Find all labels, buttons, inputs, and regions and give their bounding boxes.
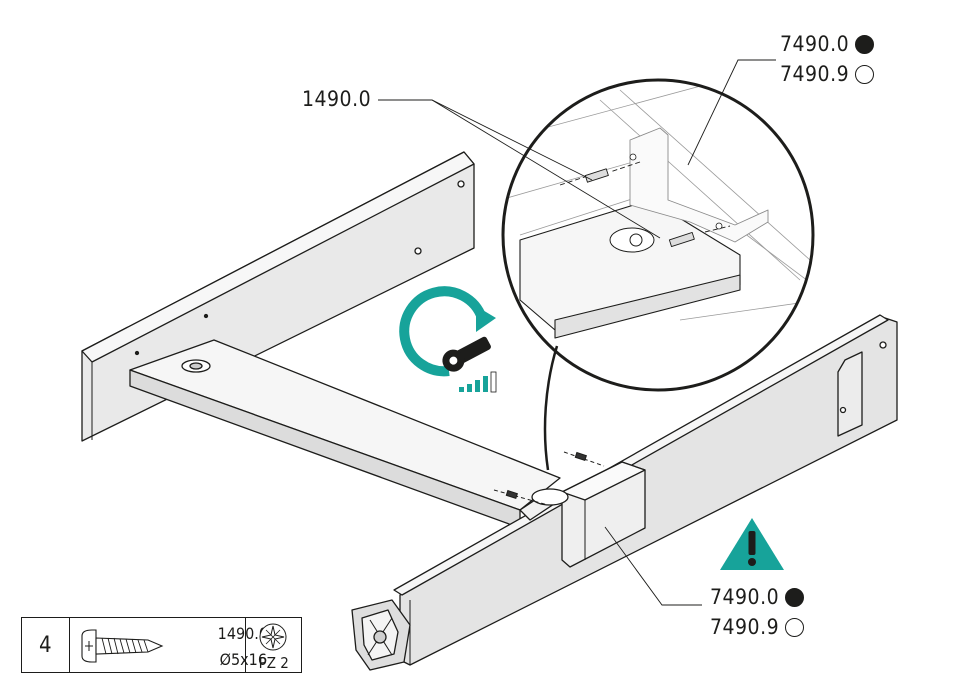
bit-size: PZ 2 (258, 654, 289, 672)
part-number: 7490.9 (780, 62, 850, 86)
part-number: 7490.0 (780, 32, 850, 56)
bracket-bottom-legend-black: 7490.0 (710, 585, 805, 609)
hardware-bit-cell: PZ 2 (246, 618, 301, 672)
right-side-rail (351, 314, 898, 671)
cross-bar (129, 339, 561, 529)
hardware-size: Ø5x16 (219, 650, 267, 669)
bracket-top-legend-black: 7490.0 (780, 32, 875, 56)
pan-head-screw-icon (81, 629, 164, 663)
bracket-top-legend-white: 7490.9 (780, 62, 875, 86)
hardware-table: 4 1490.0 Ø5x16 PZ 2 (21, 617, 302, 673)
part-number: 7490.0 (710, 585, 780, 609)
hardware-screw-cell: 1490.0 Ø5x16 (70, 618, 268, 672)
pozidriv-bit-icon (259, 623, 287, 651)
screw-pair-main (493, 451, 605, 506)
hardware-code: 1490.0 (217, 624, 269, 643)
electric-screwdriver-low-torque-icon (399, 286, 497, 393)
zoom-detail (501, 78, 815, 471)
hardware-quantity: 4 (22, 618, 70, 672)
screw-part-number: 1490.0 (302, 87, 372, 111)
part-number: 7490.9 (710, 615, 780, 639)
white-finish-swatch (855, 65, 875, 84)
black-finish-swatch (855, 35, 875, 54)
leader-lines (378, 59, 776, 606)
warning-triangle-icon (720, 518, 784, 570)
white-finish-swatch (785, 618, 805, 637)
black-finish-swatch (785, 588, 805, 607)
bracket-bottom-legend-white: 7490.9 (710, 615, 805, 639)
